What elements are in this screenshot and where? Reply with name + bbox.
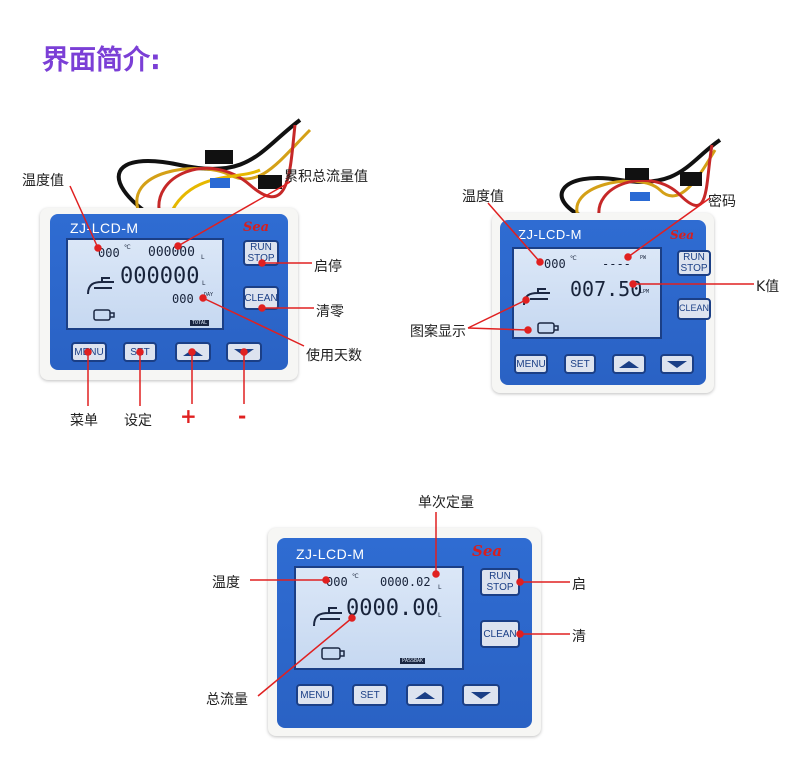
lcd3-temp-unit: ℃ <box>352 573 359 580</box>
device-3-menu-button[interactable]: MENU <box>296 684 334 706</box>
faucet-icon <box>313 607 342 627</box>
label-menu: 菜单 <box>70 413 98 429</box>
label-total-flow: 累积总流量值 <box>284 169 368 185</box>
cup-icon <box>93 309 115 321</box>
lcd3-mode: PASSBAK <box>400 658 426 664</box>
lcd2-pw-unit: PW <box>640 255 647 261</box>
device-1-menu-button[interactable]: MENU <box>71 342 107 362</box>
device-2-clean-button[interactable]: CLEAN <box>677 298 711 320</box>
lcd3-total-value: 0000.00 <box>346 596 439 621</box>
device-2-model: ZJ-LCD-M <box>518 227 582 242</box>
device-1-clean-button[interactable]: CLEAN <box>243 286 279 310</box>
run-label: RUN <box>683 252 705 263</box>
device-1-up-button[interactable] <box>175 342 211 362</box>
lcd-days-unit: DAY <box>204 292 214 298</box>
down-arrow-icon <box>234 348 254 356</box>
label-days: 使用天数 <box>306 348 362 364</box>
stop-label: STOP <box>486 582 514 593</box>
up-arrow-icon <box>415 691 435 699</box>
lcd3-total-unit: L <box>438 612 442 619</box>
device-1-logo: Sea <box>243 220 270 235</box>
label3-single: 单次定量 <box>418 495 474 511</box>
label-minus: - <box>238 404 247 428</box>
label-clear: 清零 <box>316 304 344 320</box>
device-3-up-button[interactable] <box>406 684 444 706</box>
run-label: RUN <box>250 242 272 253</box>
device-3-lcd: 000 ℃ 0000.02 L 0000.00 L PASSBAK <box>294 566 464 670</box>
label3-total: 总流量 <box>206 692 248 708</box>
lcd-total-unit: L <box>201 254 205 261</box>
device-2-down-button[interactable] <box>660 354 694 374</box>
label-temp-value: 温度值 <box>22 173 64 189</box>
lcd-mode: TOTAL <box>190 320 210 326</box>
label2-k: K值 <box>756 279 780 295</box>
cup-icon <box>537 322 559 334</box>
label3-temp: 温度 <box>212 575 240 591</box>
device-2-set-button[interactable]: SET <box>564 354 596 374</box>
device-3-model: ZJ-LCD-M <box>296 546 365 562</box>
device-1-lcd: 000 ℃ 000000 L 000000 L 000 DAY TOTAL <box>66 238 224 330</box>
device-3-clean-button[interactable]: CLEAN <box>480 620 520 648</box>
stop-label: STOP <box>680 263 708 274</box>
label3-clean: 清 <box>572 629 586 645</box>
label3-start: 启 <box>572 577 586 593</box>
device-2-menu-button[interactable]: MENU <box>514 354 548 374</box>
stop-label: STOP <box>247 253 275 264</box>
device-2-lcd: 000 ℃ ---- PW 007.50 LPM <box>512 247 662 339</box>
device-1-set-button[interactable]: SET <box>123 342 157 362</box>
page-title: 界面简介: <box>42 45 161 76</box>
lcd2-k-value: 007.50 <box>570 277 643 301</box>
lcd2-k-unit: LPM <box>640 289 650 295</box>
run-label: RUN <box>489 571 511 582</box>
up-arrow-icon <box>183 348 203 356</box>
lcd3-temp-value: 000 <box>326 575 348 589</box>
device-3-logo: Sea <box>472 542 503 560</box>
cup-icon <box>321 647 345 660</box>
lcd-days-value: 000 <box>172 292 194 306</box>
device-2-logo: Sea <box>670 228 695 242</box>
label2-temp: 温度值 <box>462 189 504 205</box>
lcd2-pw-value: ---- <box>602 257 631 271</box>
lcd2-temp-value: 000 <box>544 257 566 271</box>
label-plus: + <box>180 404 197 428</box>
lcd3-single-unit: L <box>438 584 442 591</box>
lcd3-single-value: 0000.02 <box>380 575 431 589</box>
down-arrow-icon <box>471 691 491 699</box>
faucet-icon <box>523 288 550 306</box>
device-1-down-button[interactable] <box>226 342 262 362</box>
lcd-temp-value: 000 <box>98 246 120 260</box>
label-start-stop: 启停 <box>314 259 342 275</box>
label2-password: 密码 <box>708 194 736 210</box>
device-3-set-button[interactable]: SET <box>352 684 388 706</box>
lcd-total-value: 000000 <box>148 245 195 260</box>
lcd-temp-unit: ℃ <box>124 244 131 251</box>
up-arrow-icon <box>619 360 639 368</box>
lcd-main-value: 000000 <box>120 264 200 289</box>
lcd2-temp-unit: ℃ <box>570 255 577 262</box>
device-3-down-button[interactable] <box>462 684 500 706</box>
device-2-up-button[interactable] <box>612 354 646 374</box>
device-1-model: ZJ-LCD-M <box>70 220 139 236</box>
label2-icons: 图案显示 <box>410 324 466 340</box>
lcd-main-unit: L <box>202 280 206 287</box>
label-set: 设定 <box>124 413 152 429</box>
down-arrow-icon <box>667 360 687 368</box>
faucet-icon <box>87 277 114 295</box>
